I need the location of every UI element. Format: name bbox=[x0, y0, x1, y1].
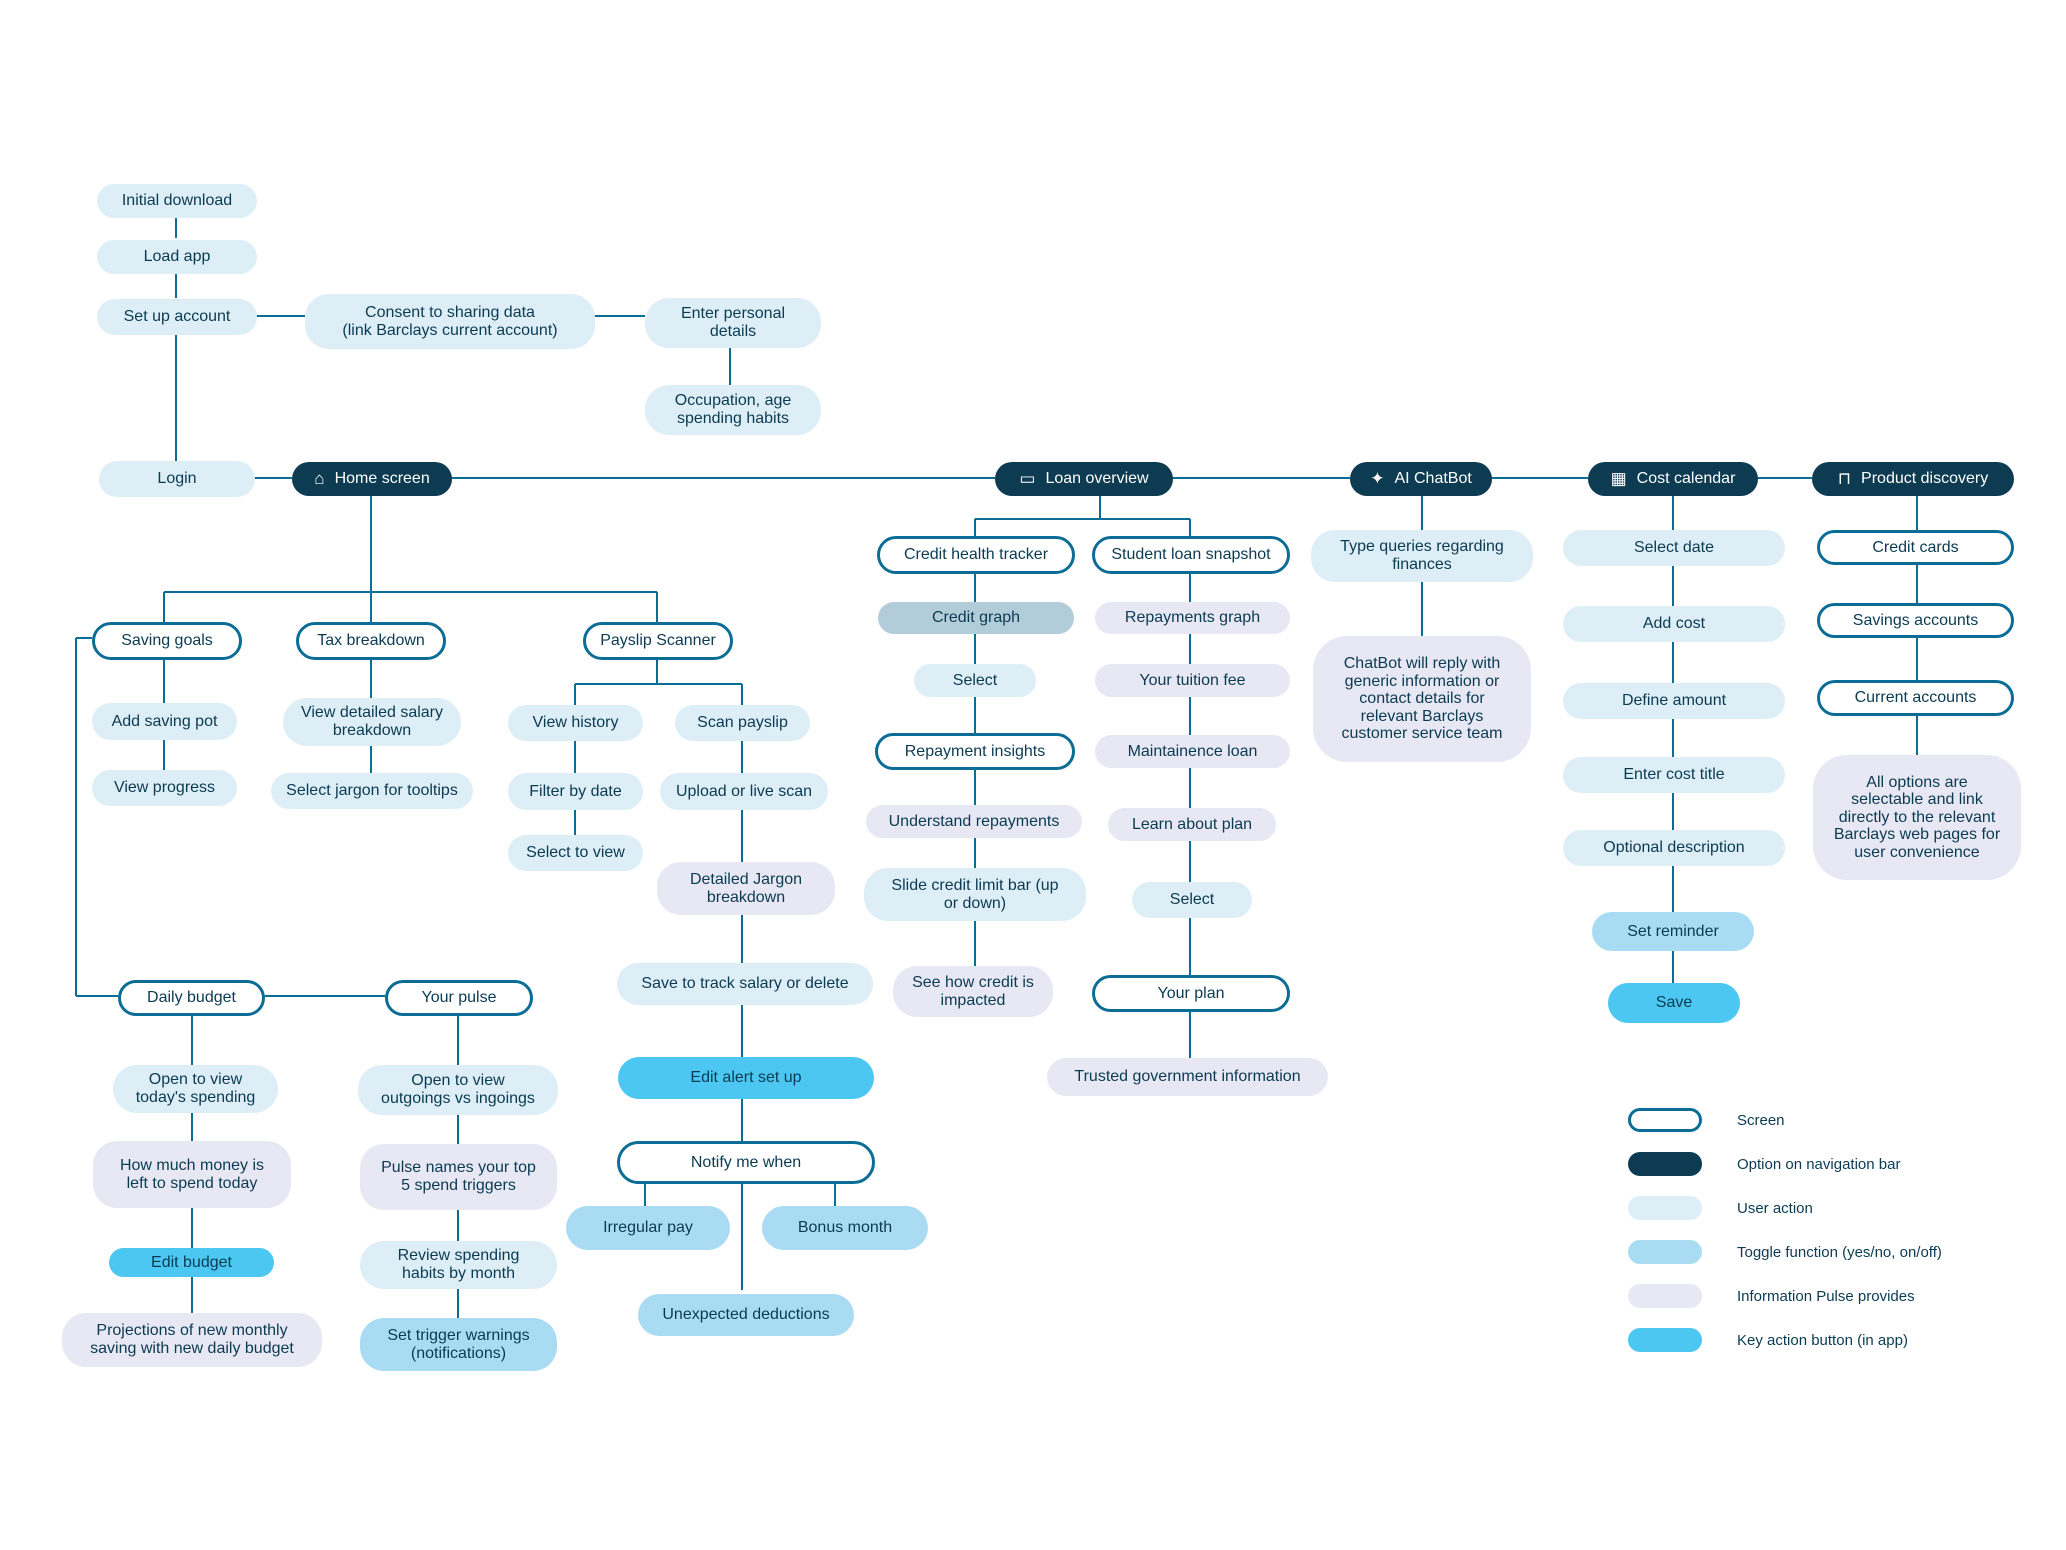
select-credit-node: Select bbox=[914, 664, 1036, 697]
shopping-bag-icon: ⊓ bbox=[1837, 468, 1852, 488]
payslip-scanner-screen: Payslip Scanner bbox=[583, 622, 733, 660]
repayments-graph-node: Repayments graph bbox=[1095, 602, 1290, 634]
enter-personal-details-node: Enter personal details bbox=[645, 298, 821, 348]
chatbot-reply-node: ChatBot will reply with generic informat… bbox=[1313, 636, 1531, 762]
view-detailed-salary-node: View detailed salary breakdown bbox=[283, 698, 461, 746]
savings-accounts-screen: Savings accounts bbox=[1817, 603, 2014, 638]
select-student-node: Select bbox=[1132, 882, 1252, 918]
set-reminder-toggle[interactable]: Set reminder bbox=[1592, 912, 1754, 951]
nav-calendar-label: Cost calendar bbox=[1636, 470, 1736, 488]
nav-product-discovery[interactable]: ⊓ Product discovery bbox=[1812, 462, 2014, 496]
tuition-fee-node: Your tuition fee bbox=[1095, 664, 1290, 697]
set-up-account-node: Set up account bbox=[97, 299, 257, 335]
home-icon: ⌂ bbox=[314, 468, 325, 488]
legend-swatch-toggle bbox=[1628, 1240, 1702, 1264]
pulse-names-node: Pulse names your top 5 spend triggers bbox=[360, 1144, 557, 1210]
legend-swatch-screen bbox=[1628, 1108, 1702, 1132]
type-queries-node: Type queries regarding finances bbox=[1311, 530, 1533, 582]
repayment-insights-screen: Repayment insights bbox=[875, 733, 1075, 770]
define-amount-node: Define amount bbox=[1563, 683, 1785, 719]
legend-swatch-info bbox=[1628, 1284, 1702, 1308]
open-outgoings-node: Open to view outgoings vs ingoings bbox=[358, 1065, 558, 1115]
filter-by-date-node: Filter by date bbox=[508, 773, 643, 810]
student-loan-screen: Student loan snapshot bbox=[1092, 536, 1290, 574]
tax-breakdown-screen: Tax breakdown bbox=[296, 622, 446, 660]
select-date-node: Select date bbox=[1563, 530, 1785, 566]
load-app-node: Load app bbox=[97, 240, 257, 274]
detailed-jargon-node: Detailed Jargon breakdown bbox=[657, 862, 835, 915]
open-today-node: Open to view today's spending bbox=[113, 1065, 278, 1113]
legend-label-screen: Screen bbox=[1737, 1112, 1785, 1129]
unexpected-deductions-toggle[interactable]: Unexpected deductions bbox=[638, 1294, 854, 1336]
nav-loan-overview[interactable]: ▭ Loan overview bbox=[995, 462, 1173, 496]
nav-chatbot-label: AI ChatBot bbox=[1394, 470, 1472, 488]
bank-eagle-icon: ✦ bbox=[1370, 468, 1385, 488]
edit-alert-button[interactable]: Edit alert set up bbox=[618, 1057, 874, 1099]
learn-plan-node: Learn about plan bbox=[1108, 808, 1276, 841]
saving-goals-screen: Saving goals bbox=[92, 622, 242, 660]
understand-repayments-node: Understand repayments bbox=[866, 805, 1082, 838]
slide-credit-node: Slide credit limit bar (up or down) bbox=[864, 868, 1086, 921]
review-spending-node: Review spending habits by month bbox=[360, 1241, 557, 1289]
calendar-icon: ▦ bbox=[1610, 468, 1627, 488]
scan-payslip-node: Scan payslip bbox=[675, 705, 810, 741]
nav-home-label: Home screen bbox=[334, 470, 430, 488]
your-plan-screen: Your plan bbox=[1092, 975, 1290, 1012]
legend-swatch-key-action bbox=[1628, 1328, 1702, 1352]
nav-loan-label: Loan overview bbox=[1045, 470, 1149, 488]
irregular-pay-toggle[interactable]: Irregular pay bbox=[566, 1206, 730, 1250]
upload-live-scan-node: Upload or live scan bbox=[660, 773, 828, 810]
bonus-month-toggle[interactable]: Bonus month bbox=[762, 1206, 928, 1250]
legend-label-info: Information Pulse provides bbox=[1737, 1288, 1915, 1305]
save-button[interactable]: Save bbox=[1608, 983, 1740, 1023]
add-cost-node: Add cost bbox=[1563, 606, 1785, 642]
credit-cards-screen: Credit cards bbox=[1817, 530, 2014, 565]
set-trigger-toggle[interactable]: Set trigger warnings (notifications) bbox=[360, 1318, 557, 1371]
notify-me-when-screen: Notify me when bbox=[617, 1141, 875, 1184]
nav-home-screen[interactable]: ⌂ Home screen bbox=[292, 462, 452, 496]
initial-download-node: Initial download bbox=[97, 184, 257, 218]
legend-label-nav: Option on navigation bar bbox=[1737, 1156, 1901, 1173]
select-jargon-node: Select jargon for tooltips bbox=[271, 773, 473, 809]
all-options-node: All options are selectable and link dire… bbox=[1813, 755, 2021, 880]
nav-cost-calendar[interactable]: ▦ Cost calendar bbox=[1588, 462, 1758, 496]
edit-budget-button[interactable]: Edit budget bbox=[109, 1248, 274, 1277]
view-progress-node: View progress bbox=[92, 770, 237, 806]
save-track-salary-node: Save to track salary or delete bbox=[617, 963, 873, 1005]
consent-node: Consent to sharing data (link Barclays c… bbox=[305, 294, 595, 349]
see-credit-node: See how credit is impacted bbox=[893, 966, 1053, 1017]
legend-label-key-action: Key action button (in app) bbox=[1737, 1332, 1908, 1349]
occupation-node: Occupation, age spending habits bbox=[645, 385, 821, 435]
legend-label-toggle: Toggle function (yes/no, on/off) bbox=[1737, 1244, 1942, 1261]
enter-cost-title-node: Enter cost title bbox=[1563, 757, 1785, 793]
login-node: Login bbox=[99, 461, 255, 497]
trusted-gov-node: Trusted government information bbox=[1047, 1058, 1328, 1096]
legend-swatch-user-action bbox=[1628, 1196, 1702, 1220]
how-much-money-node: How much money is left to spend today bbox=[93, 1141, 291, 1208]
legend-label-user-action: User action bbox=[1737, 1200, 1813, 1217]
add-saving-pot-node: Add saving pot bbox=[92, 703, 237, 740]
maintenance-loan-node: Maintainence loan bbox=[1095, 735, 1290, 768]
select-to-view-node: Select to view bbox=[508, 835, 643, 871]
your-pulse-screen: Your pulse bbox=[385, 980, 533, 1016]
daily-budget-screen: Daily budget bbox=[118, 980, 265, 1016]
legend-swatch-nav bbox=[1628, 1152, 1702, 1176]
optional-description-node: Optional description bbox=[1563, 830, 1785, 866]
view-history-node: View history bbox=[508, 705, 643, 741]
nav-product-label: Product discovery bbox=[1861, 470, 1989, 488]
nav-ai-chatbot[interactable]: ✦ AI ChatBot bbox=[1350, 462, 1492, 496]
projections-node: Projections of new monthly saving with n… bbox=[62, 1313, 322, 1367]
credit-health-screen: Credit health tracker bbox=[877, 536, 1075, 574]
card-icon: ▭ bbox=[1019, 468, 1036, 488]
credit-graph-node: Credit graph bbox=[878, 602, 1074, 634]
current-accounts-screen: Current accounts bbox=[1817, 680, 2014, 716]
